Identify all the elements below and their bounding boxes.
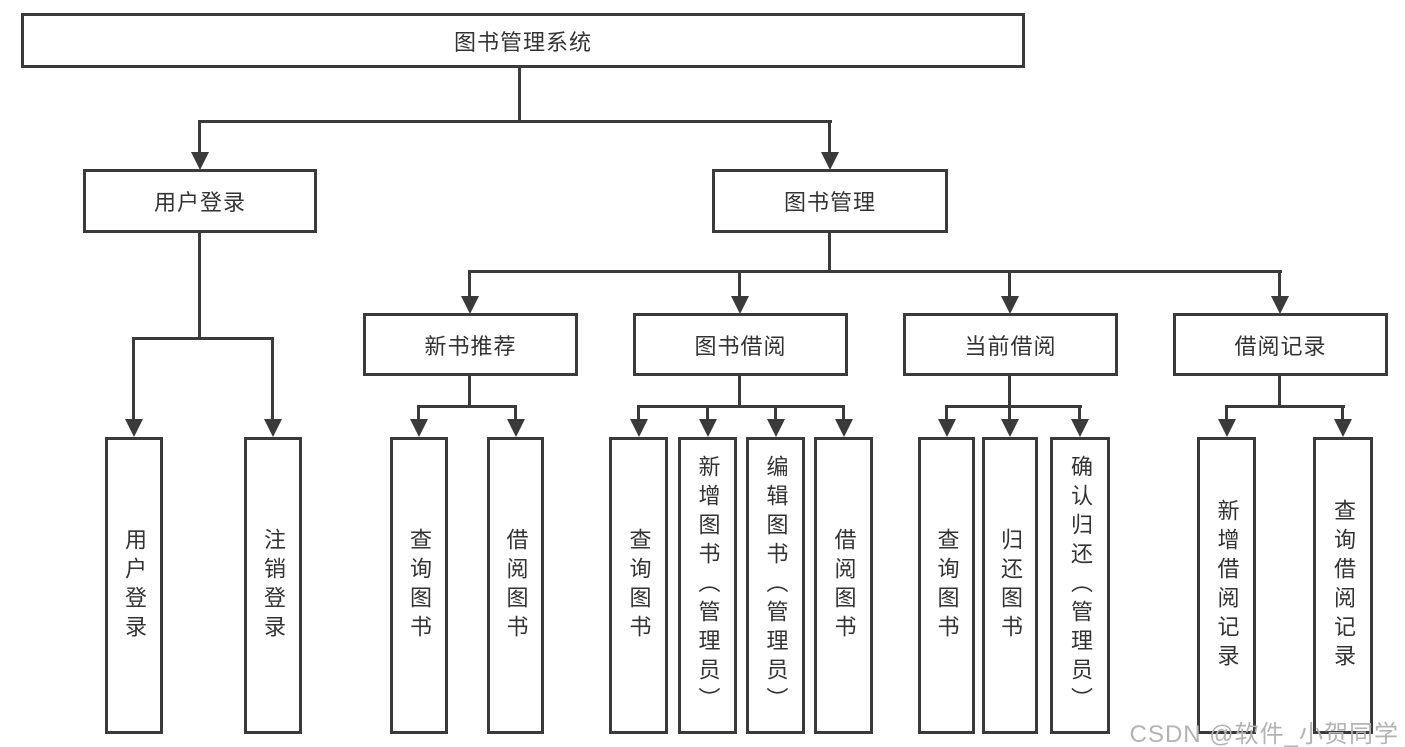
arrow-down-icon xyxy=(1271,296,1289,314)
connector-level1-bar xyxy=(198,120,832,123)
node-book-borrowing: 图书借阅 xyxy=(633,313,848,376)
connector-g4-c2-stem xyxy=(1341,408,1344,422)
connector-user-branch-stem xyxy=(198,233,201,340)
node-current-borrowing-label: 当前借阅 xyxy=(964,333,1057,359)
arrow-down-icon xyxy=(264,419,282,437)
arrow-down-icon xyxy=(1001,296,1019,314)
connector-book-mgmt-stem xyxy=(828,123,831,155)
connector-book-branch-stem xyxy=(828,233,831,273)
node-user-login: 用户登录 xyxy=(83,169,317,233)
connector-user-child2-stem xyxy=(271,340,274,422)
arrow-down-icon xyxy=(461,296,479,314)
arrow-down-icon xyxy=(731,296,749,314)
node-user-login-label: 用户登录 xyxy=(153,190,246,215)
arrow-down-icon xyxy=(767,419,785,437)
node-book-borrowing-label: 图书借阅 xyxy=(694,333,787,359)
arrow-down-icon xyxy=(507,419,525,437)
node-library-system-label: 图书管理系统 xyxy=(453,29,592,55)
leaf-g2-add-books-admin: 新增图书（管理员） xyxy=(678,437,737,734)
arrow-down-icon xyxy=(1001,419,1019,437)
connector-g4-bar xyxy=(1225,405,1345,408)
watermark: CSDN @软件_小贺同学 xyxy=(1129,721,1399,747)
connector-g1-c2-stem xyxy=(514,408,517,422)
connector-g2-c1-stem xyxy=(637,408,640,422)
arrow-down-icon xyxy=(1071,419,1089,437)
leaf-g1-borrow-books: 借阅图书 xyxy=(487,437,544,734)
leaf-g2-borrow-books: 借阅图书 xyxy=(814,437,873,734)
connector-user-branch-bar xyxy=(132,337,274,340)
connector-group1-stem xyxy=(468,273,471,299)
node-borrowing-records-label: 借阅记录 xyxy=(1234,333,1327,359)
node-book-management: 图书管理 xyxy=(712,169,948,233)
connector-level2-bar xyxy=(468,270,1282,273)
leaf-g3-return-books: 归还图书 xyxy=(982,437,1038,734)
connector-g3-parent-stem xyxy=(1008,375,1011,408)
node-borrowing-records: 借阅记录 xyxy=(1173,313,1388,376)
leaf-g1-query-books: 查询图书 xyxy=(390,437,448,734)
arrow-down-icon xyxy=(125,419,143,437)
connector-user-child1-stem xyxy=(132,340,135,422)
leaf-g3-confirm-return-admin: 确认归还（管理员） xyxy=(1050,437,1110,734)
connector-g4-parent-stem xyxy=(1278,375,1281,408)
arrow-down-icon xyxy=(410,419,428,437)
arrow-down-icon xyxy=(699,419,717,437)
node-library-system: 图书管理系统 xyxy=(21,13,1025,68)
arrow-down-icon xyxy=(938,419,956,437)
connector-g2-c2-stem xyxy=(706,408,709,422)
arrow-down-icon xyxy=(835,419,853,437)
connector-group3-stem xyxy=(1008,273,1011,299)
connector-g3-c1-stem xyxy=(945,408,948,422)
node-new-book-recommendation: 新书推荐 xyxy=(363,313,578,376)
connector-g3-c3-stem xyxy=(1078,408,1081,422)
connector-g2-c4-stem xyxy=(842,408,845,422)
leaf-g4-add-borrow-record: 新增借阅记录 xyxy=(1197,437,1256,734)
node-book-management-label: 图书管理 xyxy=(783,190,876,215)
arrow-down-icon xyxy=(630,419,648,437)
connector-root-stem xyxy=(518,68,521,123)
leaf-g2-query-books: 查询图书 xyxy=(609,437,668,734)
arrow-down-icon xyxy=(1218,419,1236,437)
connector-g2-parent-stem xyxy=(738,375,741,408)
leaf-g3-query-books: 查询图书 xyxy=(918,437,975,734)
leaf-user-login: 用户登录 xyxy=(105,437,163,734)
connector-group2-stem xyxy=(738,273,741,299)
arrow-down-icon xyxy=(821,152,839,170)
connector-g4-c1-stem xyxy=(1225,408,1228,422)
leaf-logout: 注销登录 xyxy=(244,437,302,734)
leaf-g2-edit-books-admin: 编辑图书（管理员） xyxy=(746,437,805,734)
connector-user-login-stem xyxy=(198,123,201,155)
node-new-book-recommendation-label: 新书推荐 xyxy=(424,333,517,359)
connector-g3-bar xyxy=(945,405,1082,408)
connector-g1-c1-stem xyxy=(417,408,420,422)
leaf-g4-query-borrow-record: 查询借阅记录 xyxy=(1313,437,1373,734)
connector-g1-parent-stem xyxy=(468,375,471,408)
connector-g2-bar xyxy=(637,405,845,408)
connector-group4-stem xyxy=(1278,273,1281,299)
arrow-down-icon xyxy=(1334,419,1352,437)
connector-g2-c3-stem xyxy=(774,408,777,422)
connector-g3-c2-stem xyxy=(1008,408,1011,422)
connector-g1-bar xyxy=(417,405,517,408)
arrow-down-icon xyxy=(191,152,209,170)
node-current-borrowing: 当前借阅 xyxy=(903,313,1118,376)
